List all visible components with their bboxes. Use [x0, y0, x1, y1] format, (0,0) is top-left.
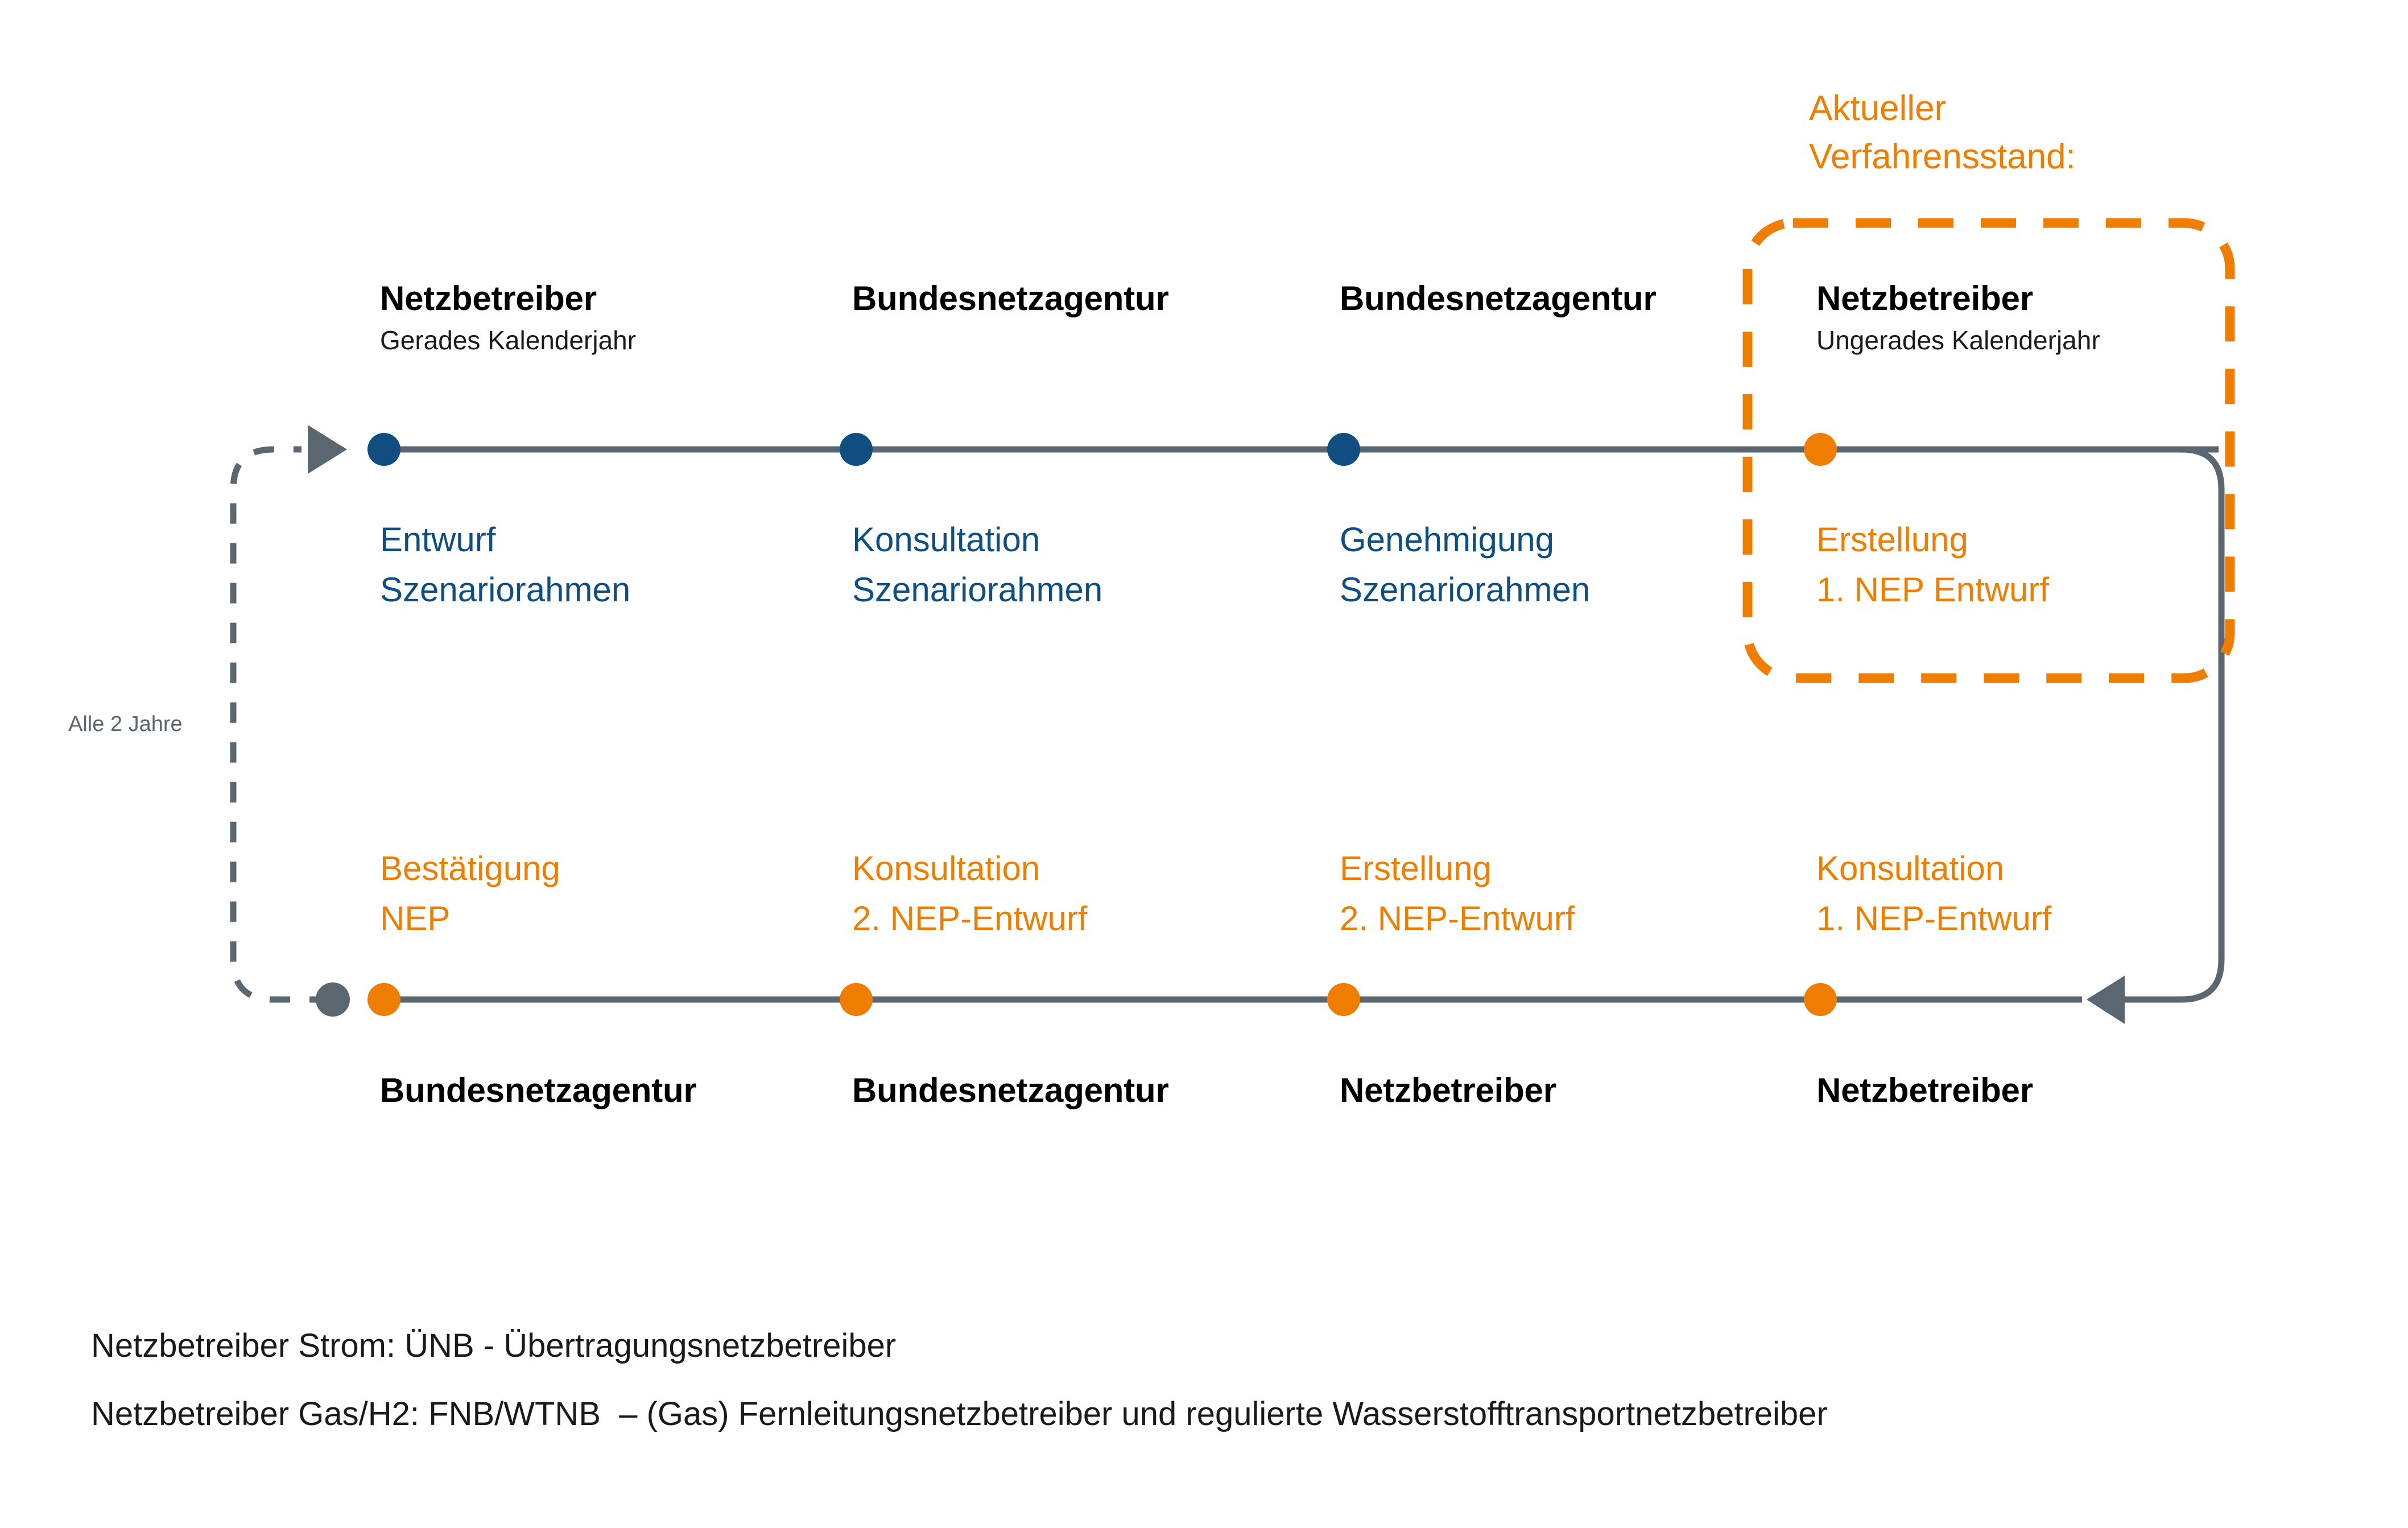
- top-marker-dot-4: [1804, 433, 1837, 466]
- top-phase-label-1-line2: Szenariorahmen: [380, 571, 631, 609]
- bottom-phase-label-3-line2: 2. NEP-Entwurf: [1340, 899, 1575, 938]
- top-actor-subtitle-4: Ungerades Kalenderjahr: [1816, 325, 2100, 355]
- bottom-marker-dot-1: [367, 983, 400, 1016]
- top-actor-name-3: Bundesnetzagentur: [1340, 279, 1657, 317]
- top-actor-name-2: Bundesnetzagentur: [852, 279, 1169, 317]
- bottom-phase-label-1-line2: NEP: [380, 899, 451, 938]
- bottom-phase-label-1-line1: Bestätigung: [380, 849, 560, 887]
- top-actor-name-1: Netzbetreiber: [380, 279, 597, 317]
- bottom-phase-label-4-line1: Konsultation: [1816, 849, 2005, 887]
- bottom-phase-label-4-line2: 1. NEP-Entwurf: [1816, 899, 2052, 938]
- top-phase-label-2-line2: Szenariorahmen: [852, 571, 1103, 609]
- bottom-phase-label-2-line1: Konsultation: [852, 849, 1040, 887]
- return-connector-arrowhead: [2087, 976, 2125, 1024]
- bottom-phase-label-2-line2: 2. NEP-Entwurf: [852, 899, 1088, 938]
- bottom-actor-name-2: Bundesnetzagentur: [852, 1071, 1169, 1109]
- cycle-loop-dashed-path: [230, 446, 330, 1003]
- top-marker-dot-3: [1327, 433, 1360, 466]
- top-actor-name-4: Netzbetreiber: [1816, 279, 2033, 317]
- current-status-heading-line2: Verfahrensstand:: [1809, 137, 2076, 176]
- bottom-marker-dot-2: [840, 983, 873, 1016]
- bottom-phase-label-3-line1: Erstellung: [1340, 849, 1492, 887]
- bottom-actor-name-1: Bundesnetzagentur: [380, 1071, 697, 1109]
- current-status-heading-line1: Aktueller: [1809, 89, 1947, 128]
- bottom-marker-dot-4: [1804, 983, 1837, 1016]
- current-status-highlight-box: [1742, 218, 2235, 683]
- bottom-actor-name-3: Netzbetreiber: [1340, 1071, 1556, 1109]
- top-phase-label-1-line1: Entwurf: [380, 521, 496, 559]
- footnote-line-2: Netzbetreiber Gas/H2: FNB/WTNB – (Gas) F…: [91, 1395, 1828, 1432]
- top-phase-label-3-line1: Genehmigung: [1340, 521, 1554, 559]
- bottom-marker-dot-3: [1327, 983, 1360, 1016]
- top-phase-label-3-line2: Szenariorahmen: [1340, 571, 1591, 609]
- top-actor-subtitle-1: Gerades Kalenderjahr: [380, 325, 637, 355]
- top-marker-dot-2: [840, 433, 873, 466]
- return-connector-path: [2025, 446, 2225, 1003]
- cycle-loop-arrowhead: [308, 425, 347, 474]
- footnote-line-1: Netzbetreiber Strom: ÜNB - Übertragungsn…: [91, 1327, 897, 1364]
- cycle-origin-dot: [316, 982, 350, 1017]
- top-phase-label-4-line2: 1. NEP Entwurf: [1816, 571, 2050, 609]
- top-phase-label-2-line1: Konsultation: [852, 521, 1040, 559]
- top-phase-label-4-line1: Erstellung: [1816, 521, 1968, 559]
- top-marker-dot-1: [367, 433, 400, 466]
- bottom-actor-name-4: Netzbetreiber: [1816, 1071, 2033, 1109]
- cycle-period-label: Alle 2 Jahre: [68, 712, 183, 736]
